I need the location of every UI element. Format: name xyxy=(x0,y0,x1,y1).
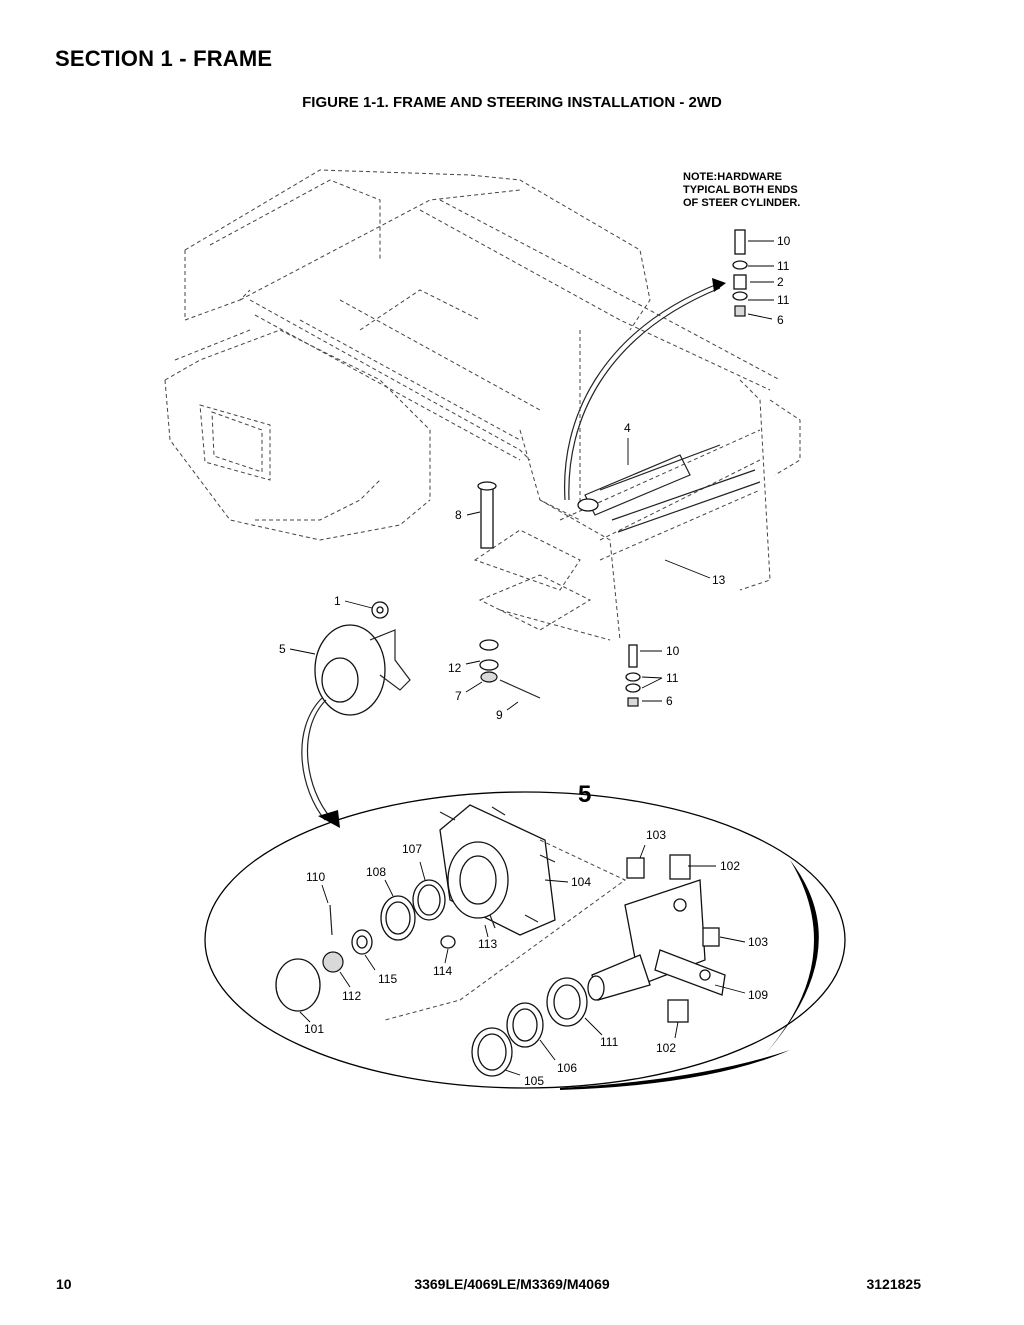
callout-108: 108 xyxy=(366,865,386,879)
callouts: 10 11 2 11 6 4 13 8 1 5 12 7 9 10 11 6 5… xyxy=(279,234,791,1088)
detail-arrow-lower xyxy=(301,697,340,828)
callout-111: 111 xyxy=(600,1035,619,1049)
callout-109: 109 xyxy=(748,988,768,1002)
callout-6: 6 xyxy=(777,313,784,327)
tie-rod xyxy=(611,469,761,533)
callout-11: 11 xyxy=(777,259,790,273)
callout-11: 11 xyxy=(777,293,790,307)
spindle-hub-assembly xyxy=(314,601,411,716)
callout-12: 12 xyxy=(448,661,462,675)
page-number: 10 xyxy=(56,1276,72,1292)
detail-seals xyxy=(275,879,456,1012)
callout-2: 2 xyxy=(777,275,784,289)
king-pin xyxy=(477,481,497,549)
axle-mount xyxy=(473,529,611,641)
detail-arrow-upper xyxy=(563,278,726,501)
callout-8: 8 xyxy=(455,508,462,522)
callout-114: 114 xyxy=(433,964,452,978)
callout-104: 104 xyxy=(571,875,591,889)
callout-4: 4 xyxy=(624,421,631,435)
section-title: SECTION 1 - FRAME xyxy=(55,46,273,71)
callout-5: 5 xyxy=(279,642,286,656)
callout-11: 11 xyxy=(666,671,679,685)
callout-7: 7 xyxy=(455,689,462,703)
detail-bearings xyxy=(471,977,588,1077)
callout-115: 115 xyxy=(378,972,397,986)
callout-6: 6 xyxy=(666,694,673,708)
callout-101: 101 xyxy=(304,1022,324,1036)
callout-1: 1 xyxy=(334,594,341,608)
detail-spindle xyxy=(587,879,726,1001)
document-number: 3121825 xyxy=(866,1276,921,1292)
callout-10: 10 xyxy=(777,234,791,248)
detail-callout-5: 5 xyxy=(578,781,591,808)
callout-13: 13 xyxy=(712,573,726,587)
callout-110: 110 xyxy=(306,870,325,884)
king-pin-hardware xyxy=(479,639,541,699)
note-line-3: OF STEER CYLINDER. xyxy=(683,197,800,209)
detail-oval xyxy=(204,791,846,1090)
callout-106: 106 xyxy=(557,1061,577,1075)
note-line-1: NOTE:HARDWARE xyxy=(683,171,782,183)
note-line-2: TYPICAL BOTH ENDS xyxy=(683,184,798,196)
callout-10: 10 xyxy=(666,644,680,658)
cylinder-hardware-lower xyxy=(625,644,641,707)
callout-107: 107 xyxy=(402,842,422,856)
detail-bushings xyxy=(626,854,720,1023)
detail-hub xyxy=(384,804,626,1021)
cylinder-hardware-upper xyxy=(732,229,748,317)
callout-9: 9 xyxy=(496,708,503,722)
figure-title: FIGURE 1-1. FRAME AND STEERING INSTALLAT… xyxy=(302,94,722,111)
callout-112: 112 xyxy=(342,989,361,1003)
leader-lines xyxy=(289,240,774,1076)
callout-102: 102 xyxy=(720,859,740,873)
frame-outline xyxy=(164,169,801,641)
callout-113: 113 xyxy=(478,937,497,951)
callout-102: 102 xyxy=(656,1041,676,1055)
callout-103: 103 xyxy=(748,935,768,949)
callout-103: 103 xyxy=(646,828,666,842)
hardware-note: NOTE:HARDWARE TYPICAL BOTH ENDS OF STEER… xyxy=(683,171,800,209)
model-numbers: 3369LE/4069LE/M3369/M4069 xyxy=(414,1276,610,1292)
steer-cylinder xyxy=(577,444,721,516)
callout-105: 105 xyxy=(524,1074,544,1088)
